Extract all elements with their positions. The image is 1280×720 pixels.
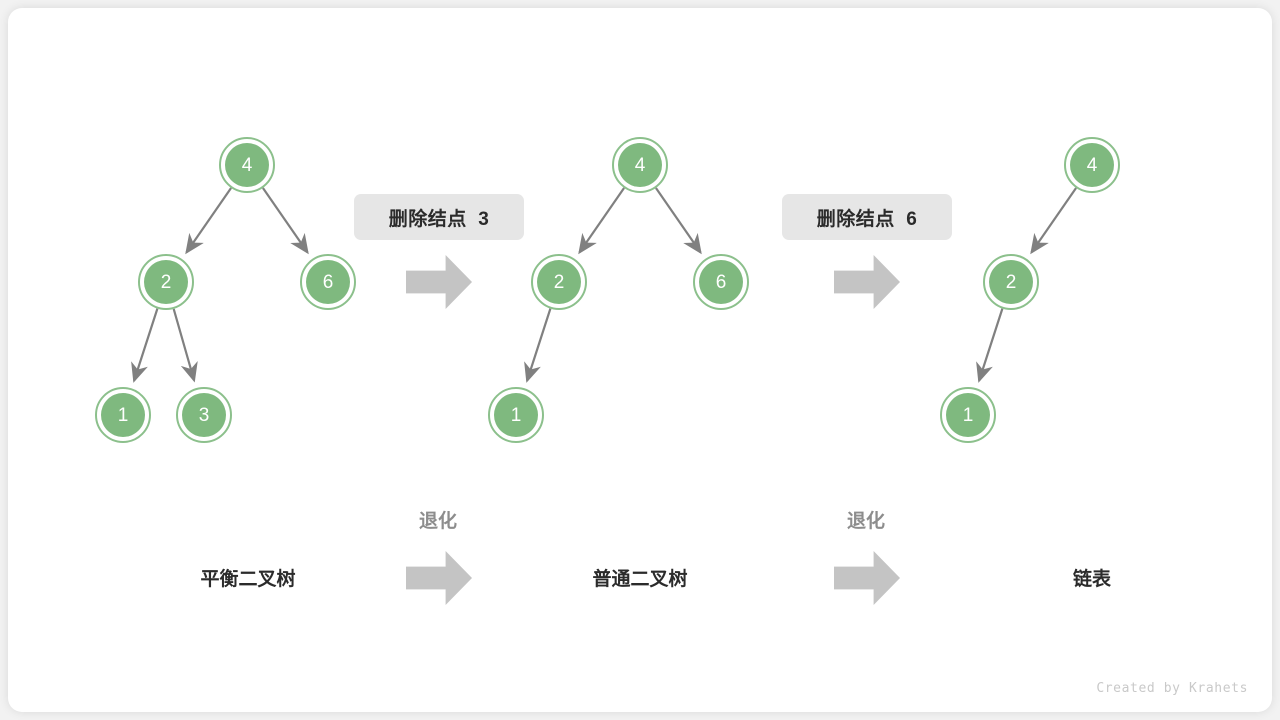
credit-text: Created by Krahets (1096, 681, 1248, 696)
tree-nodes-layer: 4 2 6 1 3 4 2 6 1 4 2 1 (95, 137, 1120, 443)
tree-node-label: 2 (1006, 272, 1017, 293)
stage-balanced-caption: 平衡二叉树 (200, 569, 296, 590)
tree-edge-k4-k2 (1030, 187, 1077, 255)
tree-node-label: 2 (554, 272, 565, 293)
tree-node-1[interactable]: 1 (95, 387, 151, 443)
op-delete-3-arrow-icon (406, 255, 472, 309)
tree-node-label: 6 (323, 272, 334, 293)
figure-card (8, 8, 1272, 712)
op-delete-3-label: 删除结点 3 (388, 208, 490, 230)
op-delete-6-box: 删除结点 6 (782, 194, 952, 240)
op-delete-6-label: 删除结点 6 (816, 208, 918, 230)
tree-edges-layer (131, 187, 1077, 383)
tree-edge-n2-n3 (172, 308, 198, 383)
tree-node-2[interactable]: 2 (531, 254, 587, 310)
tree-node-2[interactable]: 2 (138, 254, 194, 310)
degrade-1-label: 退化 (418, 511, 457, 532)
tree-node-2[interactable]: 2 (983, 254, 1039, 310)
tree-node-label: 1 (118, 405, 129, 426)
tree-node-label: 6 (716, 272, 727, 293)
tree-edge-n2-n1 (131, 308, 159, 383)
tree-node-1[interactable]: 1 (940, 387, 996, 443)
tree-node-4[interactable]: 4 (612, 137, 668, 193)
tree-node-1[interactable]: 1 (488, 387, 544, 443)
tree-node-label: 1 (511, 405, 522, 426)
tree-node-label: 4 (1087, 155, 1098, 176)
tree-edge-m4-m2 (578, 187, 625, 255)
tree-node-label: 4 (635, 155, 646, 176)
tree-node-label: 2 (161, 272, 172, 293)
degrade-1-arrow-icon (406, 551, 472, 605)
tree-node-6[interactable]: 6 (693, 254, 749, 310)
tree-node-label: 3 (199, 405, 210, 426)
tree-edge-n4-n6 (262, 187, 309, 255)
stage-ordinary-caption: 普通二叉树 (592, 569, 688, 590)
tree-node-4[interactable]: 4 (219, 137, 275, 193)
tree-node-4[interactable]: 4 (1064, 137, 1120, 193)
tree-edge-n4-n2 (185, 187, 232, 255)
tree-node-label: 4 (242, 155, 253, 176)
block-arrows-layer (406, 255, 900, 605)
tree-edge-m2-m1 (524, 308, 552, 383)
tree-node-6[interactable]: 6 (300, 254, 356, 310)
degrade-2-arrow-icon (834, 551, 900, 605)
stage-linkedlist-caption: 链表 (1072, 569, 1111, 590)
tree-node-3[interactable]: 3 (176, 387, 232, 443)
tree-edge-m4-m6 (655, 187, 702, 255)
op-delete-6-arrow-icon (834, 255, 900, 309)
degrade-2-label: 退化 (846, 511, 885, 532)
tree-edge-k2-k1 (976, 308, 1004, 383)
tree-node-label: 1 (963, 405, 974, 426)
op-delete-3-box: 删除结点 3 (354, 194, 524, 240)
